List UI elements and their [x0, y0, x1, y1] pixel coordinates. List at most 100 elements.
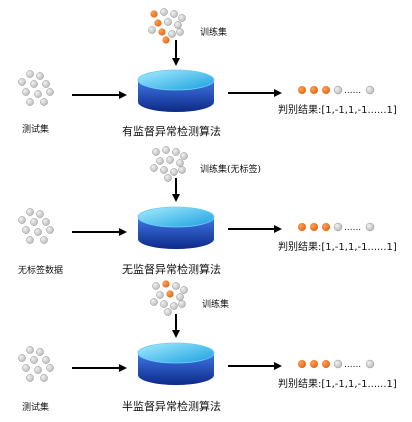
- orange-sample-dot: [166, 290, 174, 298]
- algorithm-label: 半监督异常检测算法: [122, 399, 221, 413]
- gray-sample-dot: [26, 70, 34, 78]
- orange-sample-dot: [162, 280, 170, 288]
- gray-sample-dot: [36, 348, 44, 356]
- train-label: 训练集: [202, 298, 229, 310]
- result-dot-orange: [298, 360, 306, 368]
- result-ellipsis: ......: [344, 360, 361, 370]
- result-ellipsis: ......: [344, 86, 361, 96]
- gray-sample-dot: [178, 300, 186, 308]
- train-cluster: [150, 146, 188, 182]
- result-label: 判别结果:[1,-1,1,-1......1]: [278, 240, 397, 253]
- orange-sample-dot: [162, 36, 170, 44]
- orange-sample-dot: [158, 28, 166, 36]
- gray-sample-dot: [30, 80, 38, 88]
- algorithm-cylinder: [137, 206, 215, 249]
- gray-sample-dot: [36, 210, 44, 218]
- gray-sample-dot: [176, 293, 184, 301]
- gray-sample-dot: [42, 218, 50, 226]
- gray-sample-dot: [26, 374, 34, 382]
- gray-sample-dot: [30, 218, 38, 226]
- result-ellipsis: ......: [344, 223, 361, 233]
- gray-sample-dot: [40, 374, 48, 382]
- result-dot-gray: [365, 359, 375, 369]
- result-dot-orange: [298, 86, 306, 94]
- row-semisupervised: 训练集 测试集 半监督异常检测算法 ...... 判别结果:[1,-1,1,-1…: [18, 280, 397, 413]
- gray-sample-dot: [180, 286, 188, 294]
- gray-sample-dot: [172, 282, 180, 290]
- result-dot-orange: [322, 86, 330, 94]
- gray-sample-dot: [22, 88, 30, 96]
- train-label: 训练集(无标签): [200, 163, 261, 175]
- result-dot-orange: [310, 86, 318, 94]
- algorithm-cylinder: [137, 69, 215, 112]
- gray-sample-dot: [160, 300, 168, 308]
- gray-sample-dot: [170, 168, 178, 176]
- train-cluster: [150, 280, 188, 316]
- input-cluster: [18, 208, 54, 244]
- gray-sample-dot: [42, 80, 50, 88]
- result-dot-orange: [322, 223, 330, 231]
- algorithm-label: 有监督异常检测算法: [122, 124, 221, 138]
- input-label: 测试集: [22, 401, 49, 413]
- gray-sample-dot: [176, 28, 184, 36]
- input-cluster: [18, 346, 54, 382]
- algorithm-label: 无监督异常检测算法: [122, 262, 221, 276]
- gray-sample-dot: [36, 72, 44, 80]
- result-dot-orange: [322, 360, 330, 368]
- gray-sample-dot: [40, 236, 48, 244]
- gray-sample-dot: [178, 166, 186, 174]
- gray-sample-dot: [166, 156, 174, 164]
- gray-sample-dot: [156, 291, 164, 299]
- row-supervised: 训练集 测试集 有监督异常检测算法 ...... 判别结果:[1,-1,1,-1…: [18, 8, 397, 138]
- input-cluster: [18, 70, 54, 106]
- gray-sample-dot: [26, 236, 34, 244]
- gray-sample-dot: [160, 8, 168, 16]
- gray-sample-dot: [164, 18, 172, 26]
- gray-sample-dot: [150, 298, 158, 306]
- gray-sample-dot: [22, 364, 30, 372]
- row-unsupervised: 训练集(无标签) 无标签数据 无监督异常检测算法 ...... 判别结果:[1,…: [18, 146, 397, 276]
- gray-sample-dot: [148, 26, 156, 34]
- gray-sample-dot: [30, 356, 38, 364]
- gray-sample-dot: [164, 174, 172, 182]
- gray-sample-dot: [22, 226, 30, 234]
- gray-sample-dot: [152, 148, 160, 156]
- gray-sample-dot: [172, 148, 180, 156]
- gray-sample-dot: [164, 308, 172, 316]
- train-label: 训练集: [200, 26, 227, 38]
- train-cluster: [148, 8, 186, 44]
- result-label: 判别结果:[1,-1,1,-1......1]: [278, 377, 397, 390]
- gray-sample-dot: [176, 159, 184, 167]
- orange-sample-dot: [154, 19, 162, 27]
- result-dot-gray: [333, 85, 343, 95]
- result-dot-gray: [333, 222, 343, 232]
- orange-sample-dot: [150, 10, 158, 18]
- gray-sample-dot: [46, 364, 54, 372]
- gray-sample-dot: [40, 98, 48, 106]
- gray-sample-dot: [18, 354, 26, 362]
- algorithm-cylinder: [137, 342, 215, 385]
- result-label: 判别结果:[1,-1,1,-1......1]: [278, 103, 397, 116]
- gray-sample-dot: [168, 30, 176, 38]
- gray-sample-dot: [18, 78, 26, 86]
- gray-sample-dot: [178, 14, 186, 22]
- gray-sample-dot: [174, 21, 182, 29]
- gray-sample-dot: [26, 346, 34, 354]
- gray-sample-dot: [46, 226, 54, 234]
- gray-sample-dot: [160, 166, 168, 174]
- gray-sample-dot: [170, 10, 178, 18]
- gray-sample-dot: [180, 152, 188, 160]
- gray-sample-dot: [156, 157, 164, 165]
- input-label: 无标签数据: [18, 264, 63, 276]
- gray-sample-dot: [18, 216, 26, 224]
- result-dot-orange: [298, 223, 306, 231]
- gray-sample-dot: [150, 164, 158, 172]
- result-dot-orange: [310, 223, 318, 231]
- input-label: 测试集: [22, 123, 49, 135]
- gray-sample-dot: [34, 90, 42, 98]
- result-dot-gray: [333, 359, 343, 369]
- gray-sample-dot: [170, 302, 178, 310]
- gray-sample-dot: [26, 208, 34, 216]
- gray-sample-dot: [26, 98, 34, 106]
- result-dot-gray: [365, 85, 375, 95]
